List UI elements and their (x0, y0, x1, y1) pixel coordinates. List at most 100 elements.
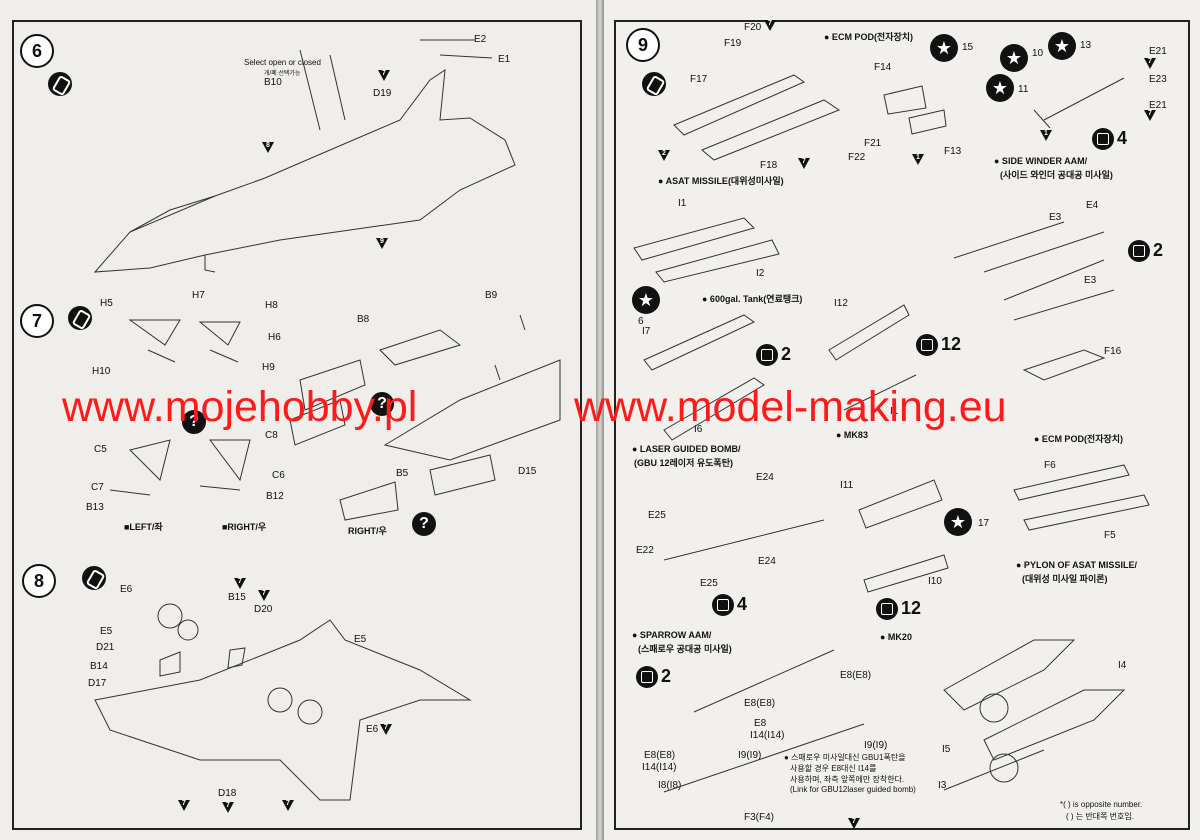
part-label: I2 (756, 268, 765, 279)
part-label: F6 (1044, 460, 1056, 471)
part-label: I7 (642, 326, 651, 337)
question-icon: ? (182, 410, 206, 434)
right-page-line-art (633, 74, 1150, 793)
decal-number: 13 (1080, 40, 1092, 51)
watermark-text: www.mojehobby.pl www.model-making.eu (0, 383, 1200, 439)
right-instruction-page: 9 ● ECM POD(전자장치) ● ASAT MISSILE(대위성미사일)… (604, 0, 1200, 840)
decal-number: 15 (962, 42, 974, 53)
paint-color-marker: 1 (912, 154, 924, 165)
part-label: I4 (1118, 660, 1127, 671)
part-label: D15 (518, 466, 537, 477)
part-label: E21 (1149, 100, 1167, 111)
book-gutter (596, 0, 604, 840)
part-label: I1 (890, 406, 899, 417)
mk20-caption: ● MK20 (880, 632, 912, 642)
asat-missile-caption: ● ASAT MISSILE(대위성미사일) (658, 176, 784, 186)
watermark-right: www.model-making.eu (574, 383, 1007, 431)
paint-color-marker: 1 (1040, 130, 1052, 141)
lgb-caption: ● LASER GUIDED BOMB/ (632, 444, 741, 454)
part-label: I1 (678, 198, 687, 209)
sidewinder-caption: ● SIDE WINDER AAM/ (994, 156, 1088, 166)
part-label: I14(I14) (750, 730, 785, 741)
paint-color-marker: 7 (380, 724, 392, 735)
part-label: F20 (744, 22, 762, 33)
part-label: F16 (1104, 346, 1122, 357)
part-label: E2 (474, 34, 487, 45)
part-label: B14 (90, 661, 108, 672)
step-9-number: 9 (626, 28, 660, 62)
paint-color-marker: 7 (798, 158, 810, 169)
part-label: F13 (944, 146, 962, 157)
part-label: E5 (354, 634, 367, 645)
right-caption: ■RIGHT/우 (222, 522, 267, 532)
left-caption: ■LEFT/좌 (124, 522, 163, 532)
cement-icon (642, 72, 666, 96)
part-label: H6 (268, 332, 281, 343)
part-label: C5 (94, 444, 107, 455)
quantity-icon (1092, 128, 1114, 151)
decal-star-icon: ★ (1048, 32, 1076, 60)
sparrow-caption-ko: (스패로우 공대공 미사일) (638, 644, 732, 654)
step-6-number: 6 (20, 34, 54, 68)
decal-number: 6 (638, 316, 644, 327)
paint-color-marker: 7 (1144, 110, 1156, 121)
part-label: I10 (928, 576, 942, 587)
quantity-2: 2 (1128, 240, 1163, 263)
decal-star-icon: ★ (632, 286, 660, 314)
paint-color-marker: 7 (378, 70, 390, 81)
part-label: E24 (756, 472, 774, 483)
tank-caption: ● 600gal. Tank(연료탱크) (702, 294, 803, 304)
paint-color-marker: 7 (234, 578, 246, 589)
part-label: I3 (938, 780, 947, 791)
part-label: E21 (1149, 46, 1167, 57)
part-label: F5 (1104, 530, 1116, 541)
quantity-4: 4 (712, 594, 747, 617)
part-label: B10 (264, 77, 282, 88)
part-label: I5 (942, 744, 951, 755)
part-label: I14(I14) (642, 762, 677, 773)
part-label: B12 (266, 491, 284, 502)
part-label: F21 (864, 138, 882, 149)
decal-number: 10 (1032, 48, 1044, 59)
part-label: I11 (840, 480, 854, 491)
part-label: E4 (1086, 200, 1099, 211)
part-label: C6 (272, 470, 285, 481)
part-label: H7 (192, 290, 205, 301)
part-label: E25 (648, 510, 666, 521)
quantity-2: 2 (636, 666, 671, 689)
decal-star-icon: ★ (944, 508, 972, 536)
quantity-icon (712, 594, 734, 617)
right-caption-2: RIGHT/우 (348, 526, 387, 536)
sidewinder-caption-ko: (사이드 와인더 공대공 미사일) (1000, 170, 1113, 180)
decal-number: 17 (978, 518, 990, 529)
paint-color-marker: 7 (178, 800, 190, 811)
left-instruction-page: 6 Select open or closed 개/폐 선택가능 E2 E1 B… (0, 0, 597, 840)
quantity-icon (876, 598, 898, 621)
note-line-1: ● 스패로우 미사일대신 GBU1폭탄을 (784, 753, 906, 762)
part-label: E22 (636, 545, 654, 556)
quantity-2: 2 (756, 344, 791, 367)
part-label: F19 (724, 38, 742, 49)
part-label: I8(I8) (658, 780, 682, 791)
part-label: F3(F4) (744, 812, 774, 823)
quantity-4: 4 (1092, 128, 1127, 151)
part-label: D19 (373, 88, 392, 99)
part-label: B9 (485, 290, 498, 301)
part-label: D17 (88, 678, 107, 689)
pylon-caption-ko: (대위성 미사일 파이론) (1022, 574, 1108, 584)
decal-star-icon: ★ (986, 74, 1014, 102)
left-page-line-art (93, 39, 561, 801)
quantity-icon (916, 334, 938, 357)
quantity-12: 12 (916, 334, 961, 357)
part-label: F18 (760, 160, 778, 171)
paint-color-marker: 7 (258, 590, 270, 601)
part-label: E24 (758, 556, 776, 567)
paint-color-marker: 7 (282, 800, 294, 811)
lgb-caption-ko: (GBU 12레이저 유도폭탄) (634, 458, 733, 468)
legend-line-2: ( ) 는 반대쪽 번호임. (1066, 812, 1134, 821)
part-label: F14 (874, 62, 892, 73)
part-label: C7 (91, 482, 104, 493)
note-line-2: 사용할 경우 E8대신 I14를 (790, 764, 877, 773)
select-note-ko: 개/폐 선택가능 (264, 71, 301, 77)
legend-line-1: *( ) is opposite number. (1060, 800, 1143, 809)
